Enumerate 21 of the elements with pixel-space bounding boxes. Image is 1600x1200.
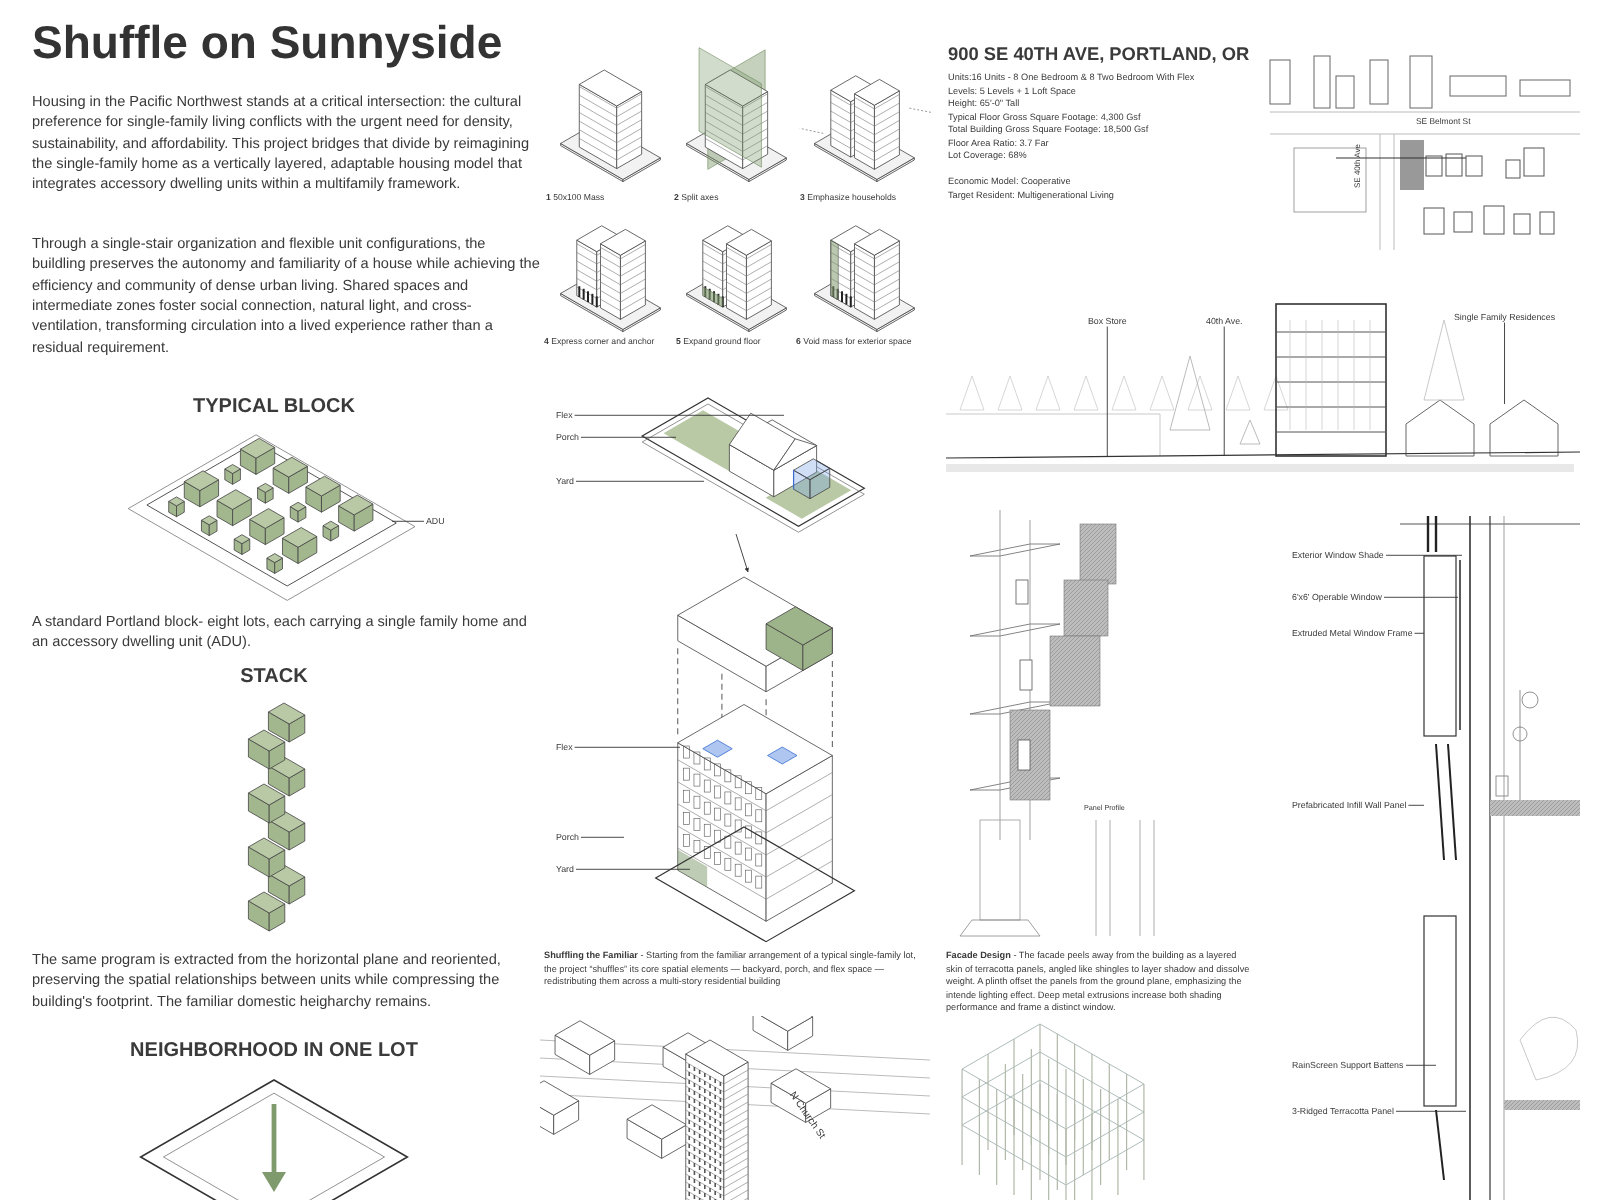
project-address: 900 SE 40TH AVE, PORTLAND, OR bbox=[948, 42, 1252, 68]
leader-line bbox=[574, 414, 785, 416]
leader-line bbox=[575, 480, 705, 482]
leader-line bbox=[580, 836, 625, 838]
leader-line bbox=[1383, 596, 1459, 598]
leader-line bbox=[575, 868, 691, 870]
leader-line bbox=[1385, 554, 1463, 556]
leader-line bbox=[1404, 1064, 1437, 1066]
section-heading: STACK bbox=[238, 664, 310, 692]
leader-line bbox=[1223, 326, 1225, 457]
leader-line bbox=[580, 436, 677, 438]
leader-line bbox=[391, 520, 425, 522]
leader-line bbox=[1504, 322, 1505, 405]
leader-line bbox=[1106, 326, 1108, 457]
leader-line bbox=[1395, 1110, 1467, 1112]
section-heading: TYPICAL BLOCK bbox=[191, 394, 357, 422]
section-heading: NEIGHBORHOOD IN ONE LOT bbox=[128, 1038, 420, 1066]
poster-title: Shuffle on Sunnyside bbox=[32, 16, 503, 72]
leader-line bbox=[1414, 632, 1425, 634]
leader-line bbox=[1407, 804, 1425, 806]
leader-line bbox=[574, 746, 681, 748]
